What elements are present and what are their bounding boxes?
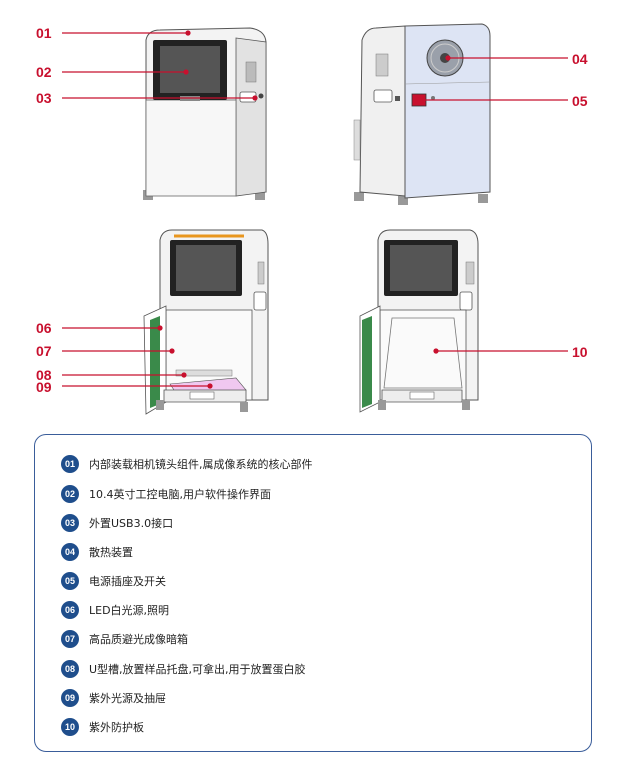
callout-06: 06 — [36, 320, 52, 336]
callout-09: 09 — [36, 379, 52, 395]
legend-item-03: 03 外置USB3.0接口 — [61, 513, 173, 533]
device-front-view — [143, 27, 267, 200]
legend-badge: 06 — [61, 601, 79, 619]
legend-badge: 01 — [61, 455, 79, 473]
callout-10: 10 — [572, 344, 588, 360]
legend-text: 电源插座及开关 — [89, 575, 166, 588]
legend-item-09: 09 紫外光源及抽屉 — [61, 688, 166, 708]
legend-item-05: 05 电源插座及开关 — [61, 571, 166, 591]
legend-badge: 10 — [61, 718, 79, 736]
legend-text: 内部装载相机镜头组件,属成像系统的核心部件 — [89, 458, 313, 471]
legend-badge: 02 — [61, 485, 79, 503]
callout-03: 03 — [36, 90, 52, 106]
legend-text: 散热装置 — [89, 546, 133, 559]
callout-07: 07 — [36, 343, 52, 359]
legend-text: 高品质避光成像暗箱 — [89, 633, 188, 646]
legend-item-01: 01 内部装载相机镜头组件,属成像系统的核心部件 — [61, 454, 313, 474]
legend-item-06: 06 LED白光源,照明 — [61, 600, 169, 620]
legend-badge: 03 — [61, 514, 79, 532]
legend-item-07: 07 高品质避光成像暗箱 — [61, 629, 188, 649]
legend-badge: 05 — [61, 572, 79, 590]
legend-panel: 01 内部装载相机镜头组件,属成像系统的核心部件 02 10.4英寸工控电脑,用… — [34, 434, 592, 752]
legend-text: 外置USB3.0接口 — [89, 517, 174, 530]
legend-text: 紫外光源及抽屉 — [89, 692, 166, 705]
legend-text: 10.4英寸工控电脑,用户软件操作界面 — [89, 488, 271, 501]
legend-text: 紫外防护板 — [89, 721, 144, 734]
callout-02: 02 — [36, 64, 52, 80]
legend-text: LED白光源,照明 — [89, 604, 170, 617]
legend-item-10: 10 紫外防护板 — [61, 717, 144, 737]
device-open-view-shield — [359, 229, 479, 413]
callout-08: 08 — [36, 367, 52, 383]
legend-badge: 08 — [61, 660, 79, 678]
legend-item-02: 02 10.4英寸工控电脑,用户软件操作界面 — [61, 484, 271, 504]
legend-badge: 09 — [61, 689, 79, 707]
legend-item-04: 04 散热装置 — [61, 542, 133, 562]
callout-04: 04 — [572, 51, 588, 67]
callout-01: 01 — [36, 25, 52, 41]
legend-badge: 07 — [61, 630, 79, 648]
legend-item-08: 08 U型槽,放置样品托盘,可拿出,用于放置蛋白胶 — [61, 659, 306, 679]
device-open-view-tray — [143, 229, 269, 415]
device-back-view — [353, 23, 491, 205]
legend-badge: 04 — [61, 543, 79, 561]
legend-text: U型槽,放置样品托盘,可拿出,用于放置蛋白胶 — [89, 663, 306, 676]
callout-05: 05 — [572, 93, 588, 109]
callout-lines — [62, 30, 568, 389]
